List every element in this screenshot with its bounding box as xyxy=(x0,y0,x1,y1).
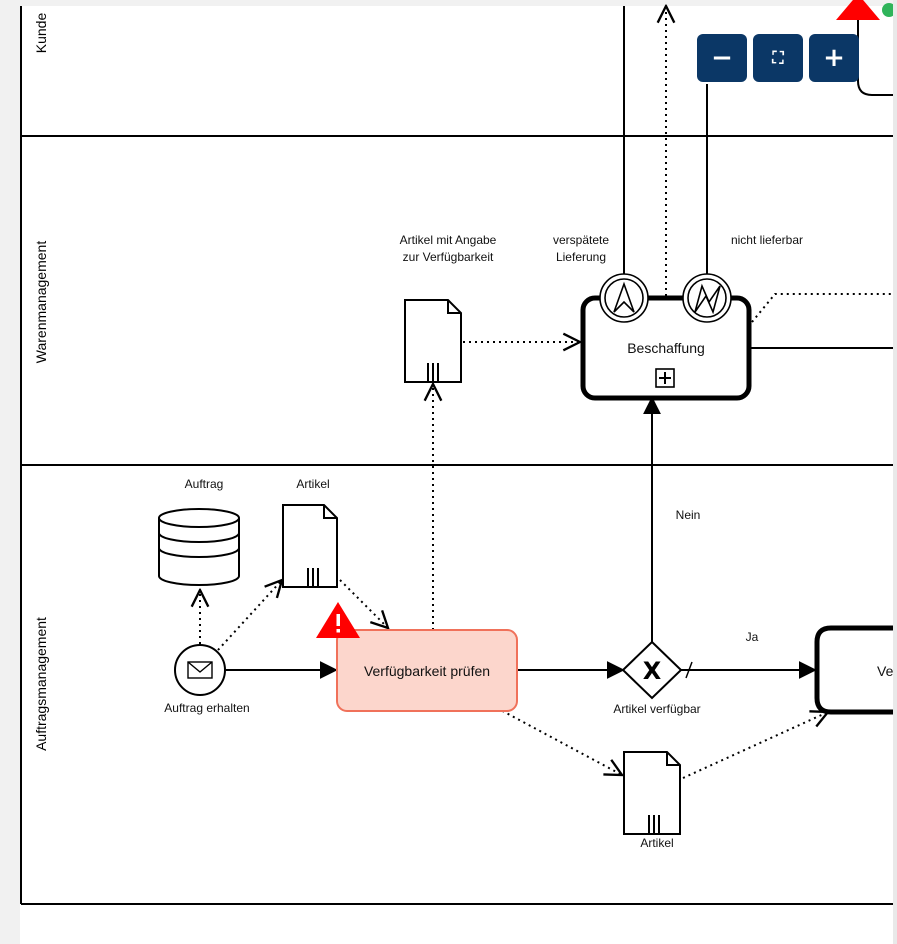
task-next-partial-label: Ve xyxy=(877,663,894,679)
gateway-x-marker: X xyxy=(643,657,662,685)
zoom-in-button[interactable]: + xyxy=(809,34,859,82)
gateway-label: Artikel verfügbar xyxy=(613,702,700,716)
expand-icon[interactable] xyxy=(655,368,675,388)
event-unavailable-label: nicht lieferbar xyxy=(731,233,803,247)
lane-label-warehouse[interactable]: Warenmanagement xyxy=(33,241,49,364)
pool xyxy=(20,6,893,905)
diagram-paper xyxy=(20,6,897,944)
assoc-article-bottom-to-next xyxy=(682,712,828,779)
task-check-availability[interactable]: Verfügbarkeit prüfen xyxy=(336,629,518,712)
error-icon xyxy=(694,283,721,315)
sequence-flows[interactable] xyxy=(226,6,893,679)
start-event-message[interactable] xyxy=(174,644,226,696)
data-object-article-top[interactable] xyxy=(282,504,338,588)
data-object-article-bottom-label: Artikel xyxy=(640,836,673,850)
warning-icon[interactable] xyxy=(316,602,360,638)
assoc-start-to-article xyxy=(217,580,282,651)
assoc-task-to-article-bottom xyxy=(496,707,622,775)
partial-element-top-right[interactable] xyxy=(836,0,896,96)
zoom-controls: − ⛶ + xyxy=(697,34,859,82)
data-object-article-top-label: Artikel xyxy=(296,477,329,491)
data-associations[interactable] xyxy=(200,6,893,779)
zoom-out-button[interactable]: − xyxy=(697,34,747,82)
flow-label-yes: Ja xyxy=(746,630,759,644)
data-store-label: Auftrag xyxy=(185,477,224,491)
event-late-label-1: verspätete xyxy=(553,233,609,247)
task-next-partial[interactable]: Ve xyxy=(814,625,894,715)
warning-icon-top[interactable] xyxy=(836,0,880,20)
envelope-icon xyxy=(187,661,213,679)
data-store-order[interactable] xyxy=(158,508,240,586)
default-flow-marker xyxy=(685,661,693,679)
start-event-label: Auftrag erhalten xyxy=(164,701,249,715)
boundary-event-escalation[interactable] xyxy=(599,273,649,323)
data-object-article-bottom[interactable] xyxy=(623,751,681,835)
event-late-label-2: Lieferung xyxy=(556,250,606,264)
assoc-procurement-right xyxy=(751,293,893,323)
subprocess-procurement[interactable]: Beschaffung xyxy=(580,295,752,401)
escalation-icon xyxy=(613,281,635,313)
data-object-availability[interactable] xyxy=(404,299,462,383)
boundary-event-error[interactable] xyxy=(682,273,732,323)
data-object-availability-label-1: Artikel mit Angabe xyxy=(400,233,497,247)
data-object-availability-label-2: zur Verfügbarkeit xyxy=(403,250,494,264)
task-check-availability-label: Verfügbarkeit prüfen xyxy=(364,663,490,679)
lane-label-order[interactable]: Auftragsmanagement xyxy=(33,617,49,751)
lane-label-customer[interactable]: Kunde xyxy=(33,13,49,54)
viewport-edge xyxy=(893,0,897,944)
subprocess-label: Beschaffung xyxy=(627,340,705,356)
gateway-exclusive[interactable]: X xyxy=(621,640,683,700)
fit-view-button[interactable]: ⛶ xyxy=(753,34,803,82)
status-dot-icon xyxy=(882,3,896,17)
flow-label-no: Nein xyxy=(676,508,701,522)
